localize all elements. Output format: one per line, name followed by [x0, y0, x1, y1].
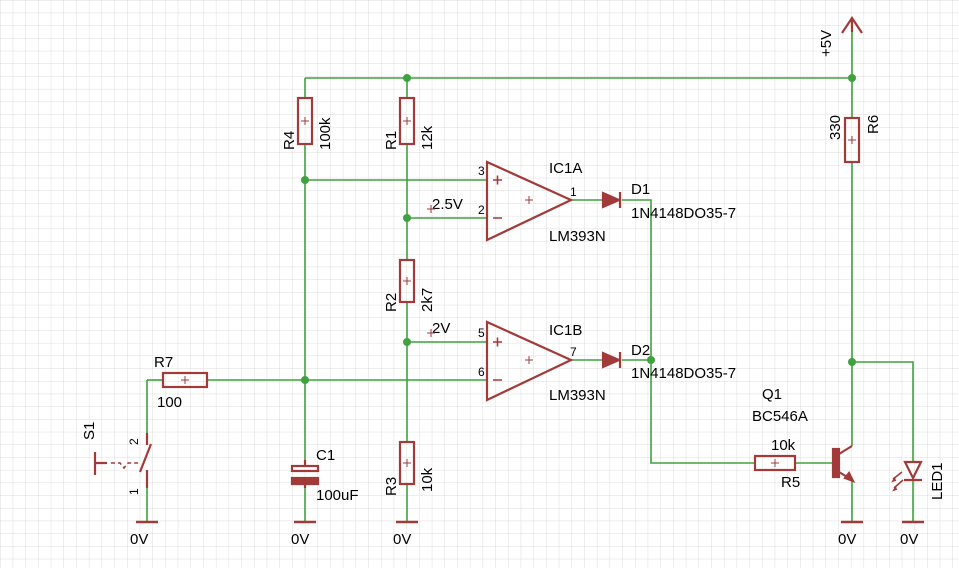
r6-value: 330: [827, 115, 844, 140]
wires: [146, 30, 914, 522]
led-anode-wire: [852, 361, 914, 462]
junction-dot: [403, 338, 411, 346]
led1-body[interactable]: [891, 460, 923, 492]
net-label-ref-high: 2.5V: [432, 196, 463, 213]
r7-value: 100: [157, 394, 182, 411]
ic1a-body[interactable]: [485, 160, 574, 242]
s1-body[interactable]: [93, 433, 153, 488]
r2-value: 2k7: [419, 288, 436, 312]
r1-body[interactable]: [398, 96, 416, 146]
r4-name: R4: [281, 131, 298, 150]
d1-name: D1: [631, 181, 650, 198]
ic1b-pin-minus: 6: [478, 365, 485, 379]
s1-name: S1: [81, 422, 98, 440]
net-label-markers: [427, 205, 435, 337]
r2-name: R2: [383, 293, 400, 312]
r3-value: 10k: [419, 467, 436, 492]
junction-dot: [403, 214, 411, 222]
s1-pin-1: 1: [127, 488, 141, 495]
ic1b-name: IC1B: [549, 322, 582, 339]
d2-body[interactable]: [601, 351, 622, 369]
junction-dot: [848, 358, 856, 366]
r5-value: 10k: [771, 437, 796, 454]
ic1b-body[interactable]: [485, 320, 574, 402]
junction-dot: [301, 376, 309, 384]
junction-dot: [647, 356, 655, 364]
r3-body[interactable]: [398, 440, 416, 486]
c1-name: C1: [316, 447, 335, 464]
r6-body[interactable]: [843, 116, 861, 164]
r3-name: R3: [383, 477, 400, 496]
parts: [93, 16, 924, 524]
gnd-label: 0V: [130, 531, 148, 548]
junction-dot: [301, 176, 309, 184]
junctions: [301, 74, 856, 384]
ic1b-type: LM393N: [549, 387, 606, 404]
c1-body[interactable]: [290, 460, 320, 488]
d1-body[interactable]: [601, 191, 622, 209]
ic1a-pin-minus: 2: [478, 203, 485, 217]
junction-dot: [403, 74, 411, 82]
ic1b-pin-plus: 5: [478, 326, 485, 340]
d1-type: 1N4148DO35-7: [631, 205, 736, 222]
r6-name: R6: [865, 115, 882, 134]
gnd-label: 0V: [900, 531, 918, 548]
ic1a-type: LM393N: [549, 228, 606, 245]
r1-name: R1: [383, 131, 400, 150]
ic1a-pin-out: 1: [570, 185, 577, 199]
q1-body[interactable]: [831, 445, 856, 484]
d2-type: 1N4148DO35-7: [631, 365, 736, 382]
r4-body[interactable]: [296, 96, 314, 146]
d2-name: D2: [631, 342, 650, 359]
ic1a-name: IC1A: [549, 160, 582, 177]
gnd-label: 0V: [393, 531, 411, 548]
net-label-ref-low: 2V: [432, 320, 450, 337]
q1-type: BC546A: [752, 408, 808, 425]
r7-body[interactable]: [161, 371, 209, 389]
ic1b-pin-out: 7: [570, 345, 577, 359]
r5-body[interactable]: [753, 454, 797, 472]
r4-value: 100k: [317, 117, 334, 150]
q1-name: Q1: [762, 386, 782, 403]
ic1a-pin-plus: 3: [478, 164, 485, 178]
vcc-label: +5V: [818, 30, 835, 57]
gnd-label: 0V: [291, 531, 309, 548]
r7-name: R7: [154, 354, 173, 371]
d1-cathode-wire: [622, 199, 755, 464]
r5-name: R5: [781, 474, 800, 491]
r2-body[interactable]: [398, 258, 416, 304]
labels: +5V R4 100k R1 12k R2 2k7 R3 10k 330 R6 …: [81, 30, 946, 548]
junction-dot: [848, 74, 856, 82]
c1-value: 100uF: [316, 487, 359, 504]
r1-value: 12k: [419, 125, 436, 150]
gnd-label: 0V: [838, 531, 856, 548]
s1-pin-2: 2: [127, 438, 141, 445]
led1-name: LED1: [929, 462, 946, 500]
vcc-arrow-symbol: [841, 16, 863, 34]
